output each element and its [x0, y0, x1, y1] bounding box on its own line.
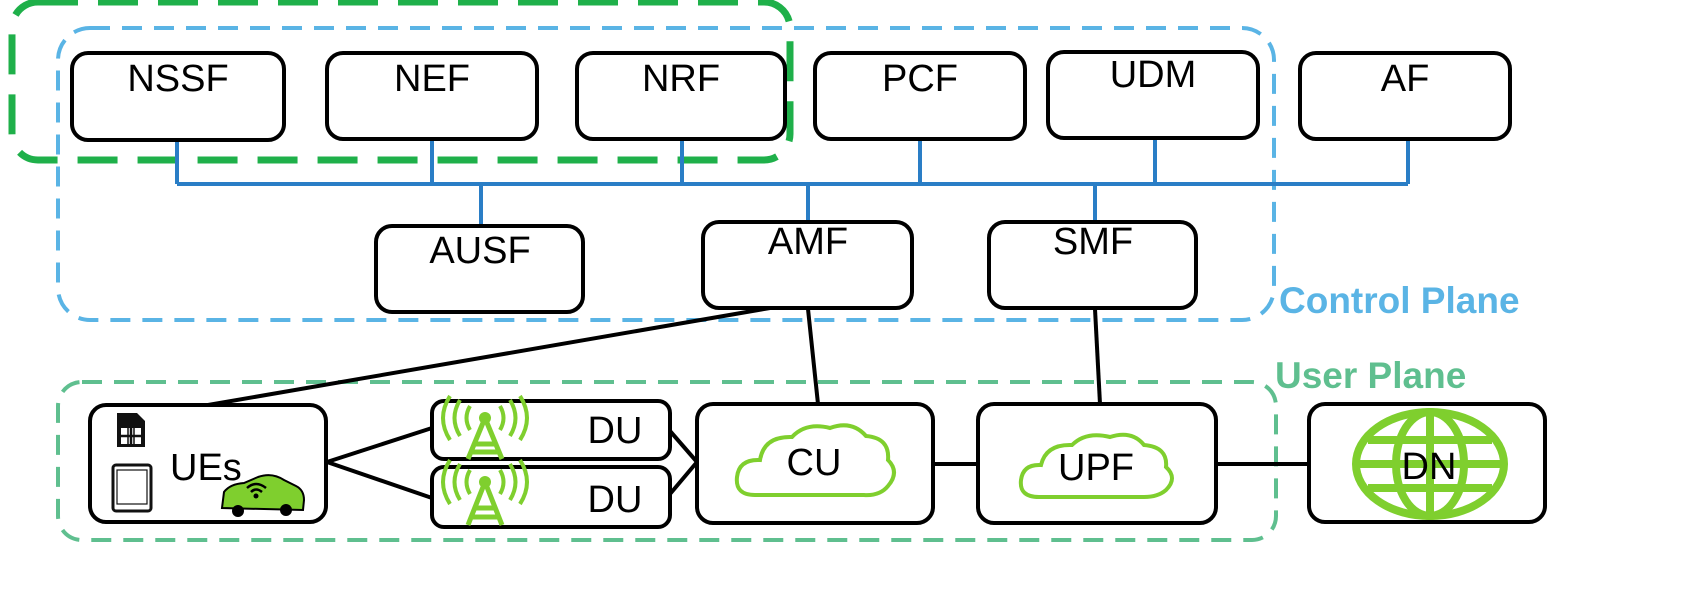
udm-label: UDM — [1110, 54, 1197, 96]
control-plane-region — [56, 26, 1276, 322]
cu-box[interactable]: CU — [695, 402, 935, 525]
globe-icon — [1352, 408, 1508, 520]
nf-box-amf[interactable]: AMF — [701, 220, 914, 310]
nf-box-nef[interactable]: NEF — [325, 51, 539, 141]
ues-box[interactable]: UEs — [88, 403, 328, 524]
ues-label: UEs — [170, 447, 242, 489]
upf-box[interactable]: UPF — [976, 402, 1218, 525]
upf-label: UPF — [1058, 447, 1134, 489]
dn-box[interactable]: DN — [1307, 402, 1547, 524]
dn-label: DN — [1402, 446, 1457, 488]
du-top-label: DU — [588, 410, 643, 452]
af-label: AF — [1381, 58, 1430, 100]
sim-card-icon — [117, 413, 145, 447]
cloud-icon — [1018, 432, 1174, 499]
cloud-icon — [734, 423, 896, 498]
nrf-label: NRF — [642, 58, 720, 100]
amf-label: AMF — [768, 221, 848, 263]
control-plane-label: Control Plane — [1279, 280, 1520, 321]
antenna-tower-icon — [441, 394, 529, 460]
car-icon — [220, 474, 306, 517]
nf-box-udm[interactable]: UDM — [1046, 50, 1260, 140]
du-box-top[interactable]: DU — [430, 394, 672, 461]
ausf-label: AUSF — [429, 230, 530, 272]
user-plane-label: User Plane — [1275, 355, 1466, 396]
smf-label: SMF — [1053, 221, 1133, 263]
nf-box-nssf[interactable]: NSSF — [70, 51, 286, 142]
nf-box-smf[interactable]: SMF — [987, 220, 1198, 310]
cu-label: CU — [787, 442, 842, 484]
nef-label: NEF — [394, 58, 470, 100]
pcf-label: PCF — [882, 58, 958, 100]
highlight-group-region — [8, 0, 794, 164]
antenna-tower-icon — [441, 458, 529, 526]
tablet-icon — [111, 463, 153, 513]
links — [207, 306, 1309, 500]
nssf-label: NSSF — [127, 58, 228, 100]
service-bus — [175, 140, 1410, 226]
nf-box-nrf[interactable]: NRF — [575, 51, 787, 141]
du-bottom-label: DU — [588, 479, 643, 521]
user-plane-region — [56, 380, 1278, 542]
nf-box-af[interactable]: AF — [1298, 51, 1512, 141]
nf-box-pcf[interactable]: PCF — [813, 51, 1027, 141]
du-box-bottom[interactable]: DU — [430, 458, 672, 529]
nf-box-ausf[interactable]: AUSF — [374, 224, 585, 314]
